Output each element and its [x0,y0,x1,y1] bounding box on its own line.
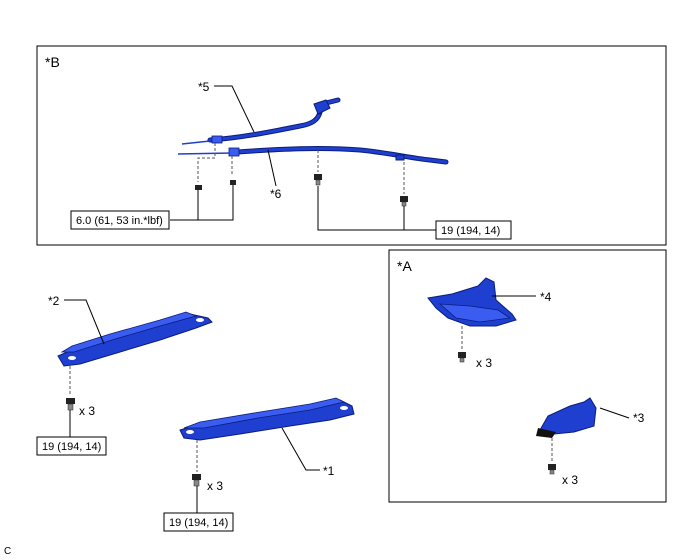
callout-1: *1 [323,464,335,478]
callout-2: *2 [48,294,60,308]
cable-5 [181,97,341,145]
torque-small-text: 6.0 (61, 53 in.*lbf) [76,215,163,227]
bolt-part-3 [548,464,556,475]
torque-part-1-text: 19 (194, 14) [169,517,228,529]
bolt-b-left [314,174,322,186]
callout-4: *4 [540,290,552,304]
small-bolt-right [230,180,236,185]
qty-part-4: x 3 [476,356,492,370]
panel-b-frame [36,45,667,246]
torque-part-2-text: 19 (194, 14) [42,441,101,453]
torque-box-b-right [435,220,512,240]
callout-6: *6 [270,187,282,201]
bolt-part-2 [66,398,75,411]
bolt-b-right [400,196,408,207]
part-4-cover [427,277,517,327]
panel-a-frame [388,249,667,503]
figure-code: C [4,546,11,557]
torque-box-small [70,210,170,230]
part-2-crossmember [57,311,213,367]
bolt-part-4 [458,352,466,363]
cable-6 [177,146,449,165]
qty-part-3: x 3 [562,473,578,487]
callout-3: *3 [633,411,645,425]
small-bolt-left [195,185,202,190]
torque-b-right-text: 19 (194, 14) [441,225,500,237]
qty-part-2: x 3 [79,404,95,418]
panel-b-label: *B [45,54,60,70]
panel-a-label: *A [397,258,412,274]
torque-box-part-1 [163,512,234,532]
torque-box-part-2 [36,436,107,456]
part-1-crossmember [179,397,355,441]
callout-5: *5 [198,80,210,94]
bolt-part-1 [192,474,201,487]
qty-part-1: x 3 [207,479,223,493]
part-3-cover [536,397,597,438]
